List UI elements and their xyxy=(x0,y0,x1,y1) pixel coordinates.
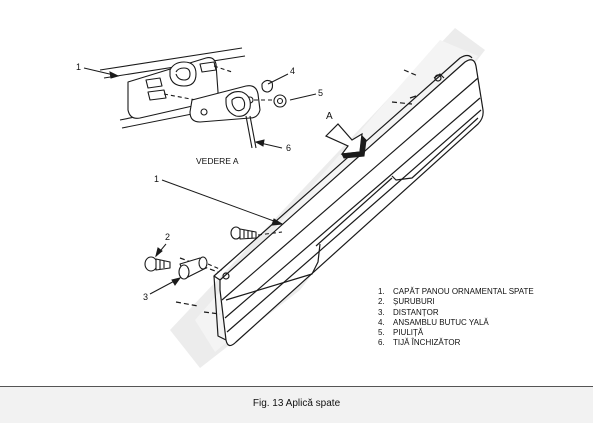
callout-1-detail: 1 xyxy=(76,62,82,72)
legend-item: 3. DISTANȚOR xyxy=(378,308,534,318)
legend-text: DISTANȚOR xyxy=(393,307,439,317)
parts-legend: 1. CAPĂT PANOU ORNAMENTAL SPATE 2. ȘURUBUR… xyxy=(378,287,534,349)
callout-3: 3 xyxy=(143,292,149,302)
lock-detail xyxy=(99,47,287,149)
legend-num: 5. xyxy=(378,328,385,338)
legend-item: 6. TIJĂ ÎNCHIZĂTOR xyxy=(378,338,534,348)
legend-num: 4. xyxy=(378,317,385,327)
callout-4: 4 xyxy=(290,66,296,76)
exploded-view-drawing xyxy=(83,28,485,368)
fasteners xyxy=(144,226,283,280)
legend-num: 1. xyxy=(378,287,385,296)
caption-band: Fig. 13 Aplică spate xyxy=(0,387,593,423)
view-arrow-label: A xyxy=(326,111,333,122)
callout-1-main: 1 xyxy=(154,174,160,184)
view-arrow-a xyxy=(324,123,367,159)
callout-6: 6 xyxy=(286,143,292,153)
legend-item: 5. PIULIȚĂ xyxy=(378,328,534,338)
legend-num: 2. xyxy=(378,297,385,307)
legend-text: ANSAMBLU BUTUC YALĂ xyxy=(393,317,489,327)
legend-text: CAPĂT PANOU ORNAMENTAL SPATE xyxy=(393,287,534,296)
leader-lines xyxy=(83,67,317,295)
view-label: VEDERE A xyxy=(196,156,239,166)
legend-num: 6. xyxy=(378,338,385,348)
legend-text: TIJĂ ÎNCHIZĂTOR xyxy=(393,338,461,348)
diagram-figure: 1 4 5 6 A VEDERE A 1 2 3 1. CAPĂT PANOU O… xyxy=(76,28,534,368)
callout-2: 2 xyxy=(165,232,171,242)
legend-item: 4. ANSAMBLU BUTUC YALĂ xyxy=(378,318,534,328)
figure-caption: Fig. 13 Aplică spate xyxy=(252,398,341,409)
caption-divider xyxy=(0,386,593,387)
legend-item: 1. CAPĂT PANOU ORNAMENTAL SPATE xyxy=(378,287,534,297)
legend-text: PIULIȚĂ xyxy=(393,328,424,338)
legend-text: ȘURUBURI xyxy=(393,297,435,307)
legend-item: 2. ȘURUBURI xyxy=(378,297,534,307)
callout-5: 5 xyxy=(318,88,324,98)
legend-num: 3. xyxy=(378,307,385,317)
